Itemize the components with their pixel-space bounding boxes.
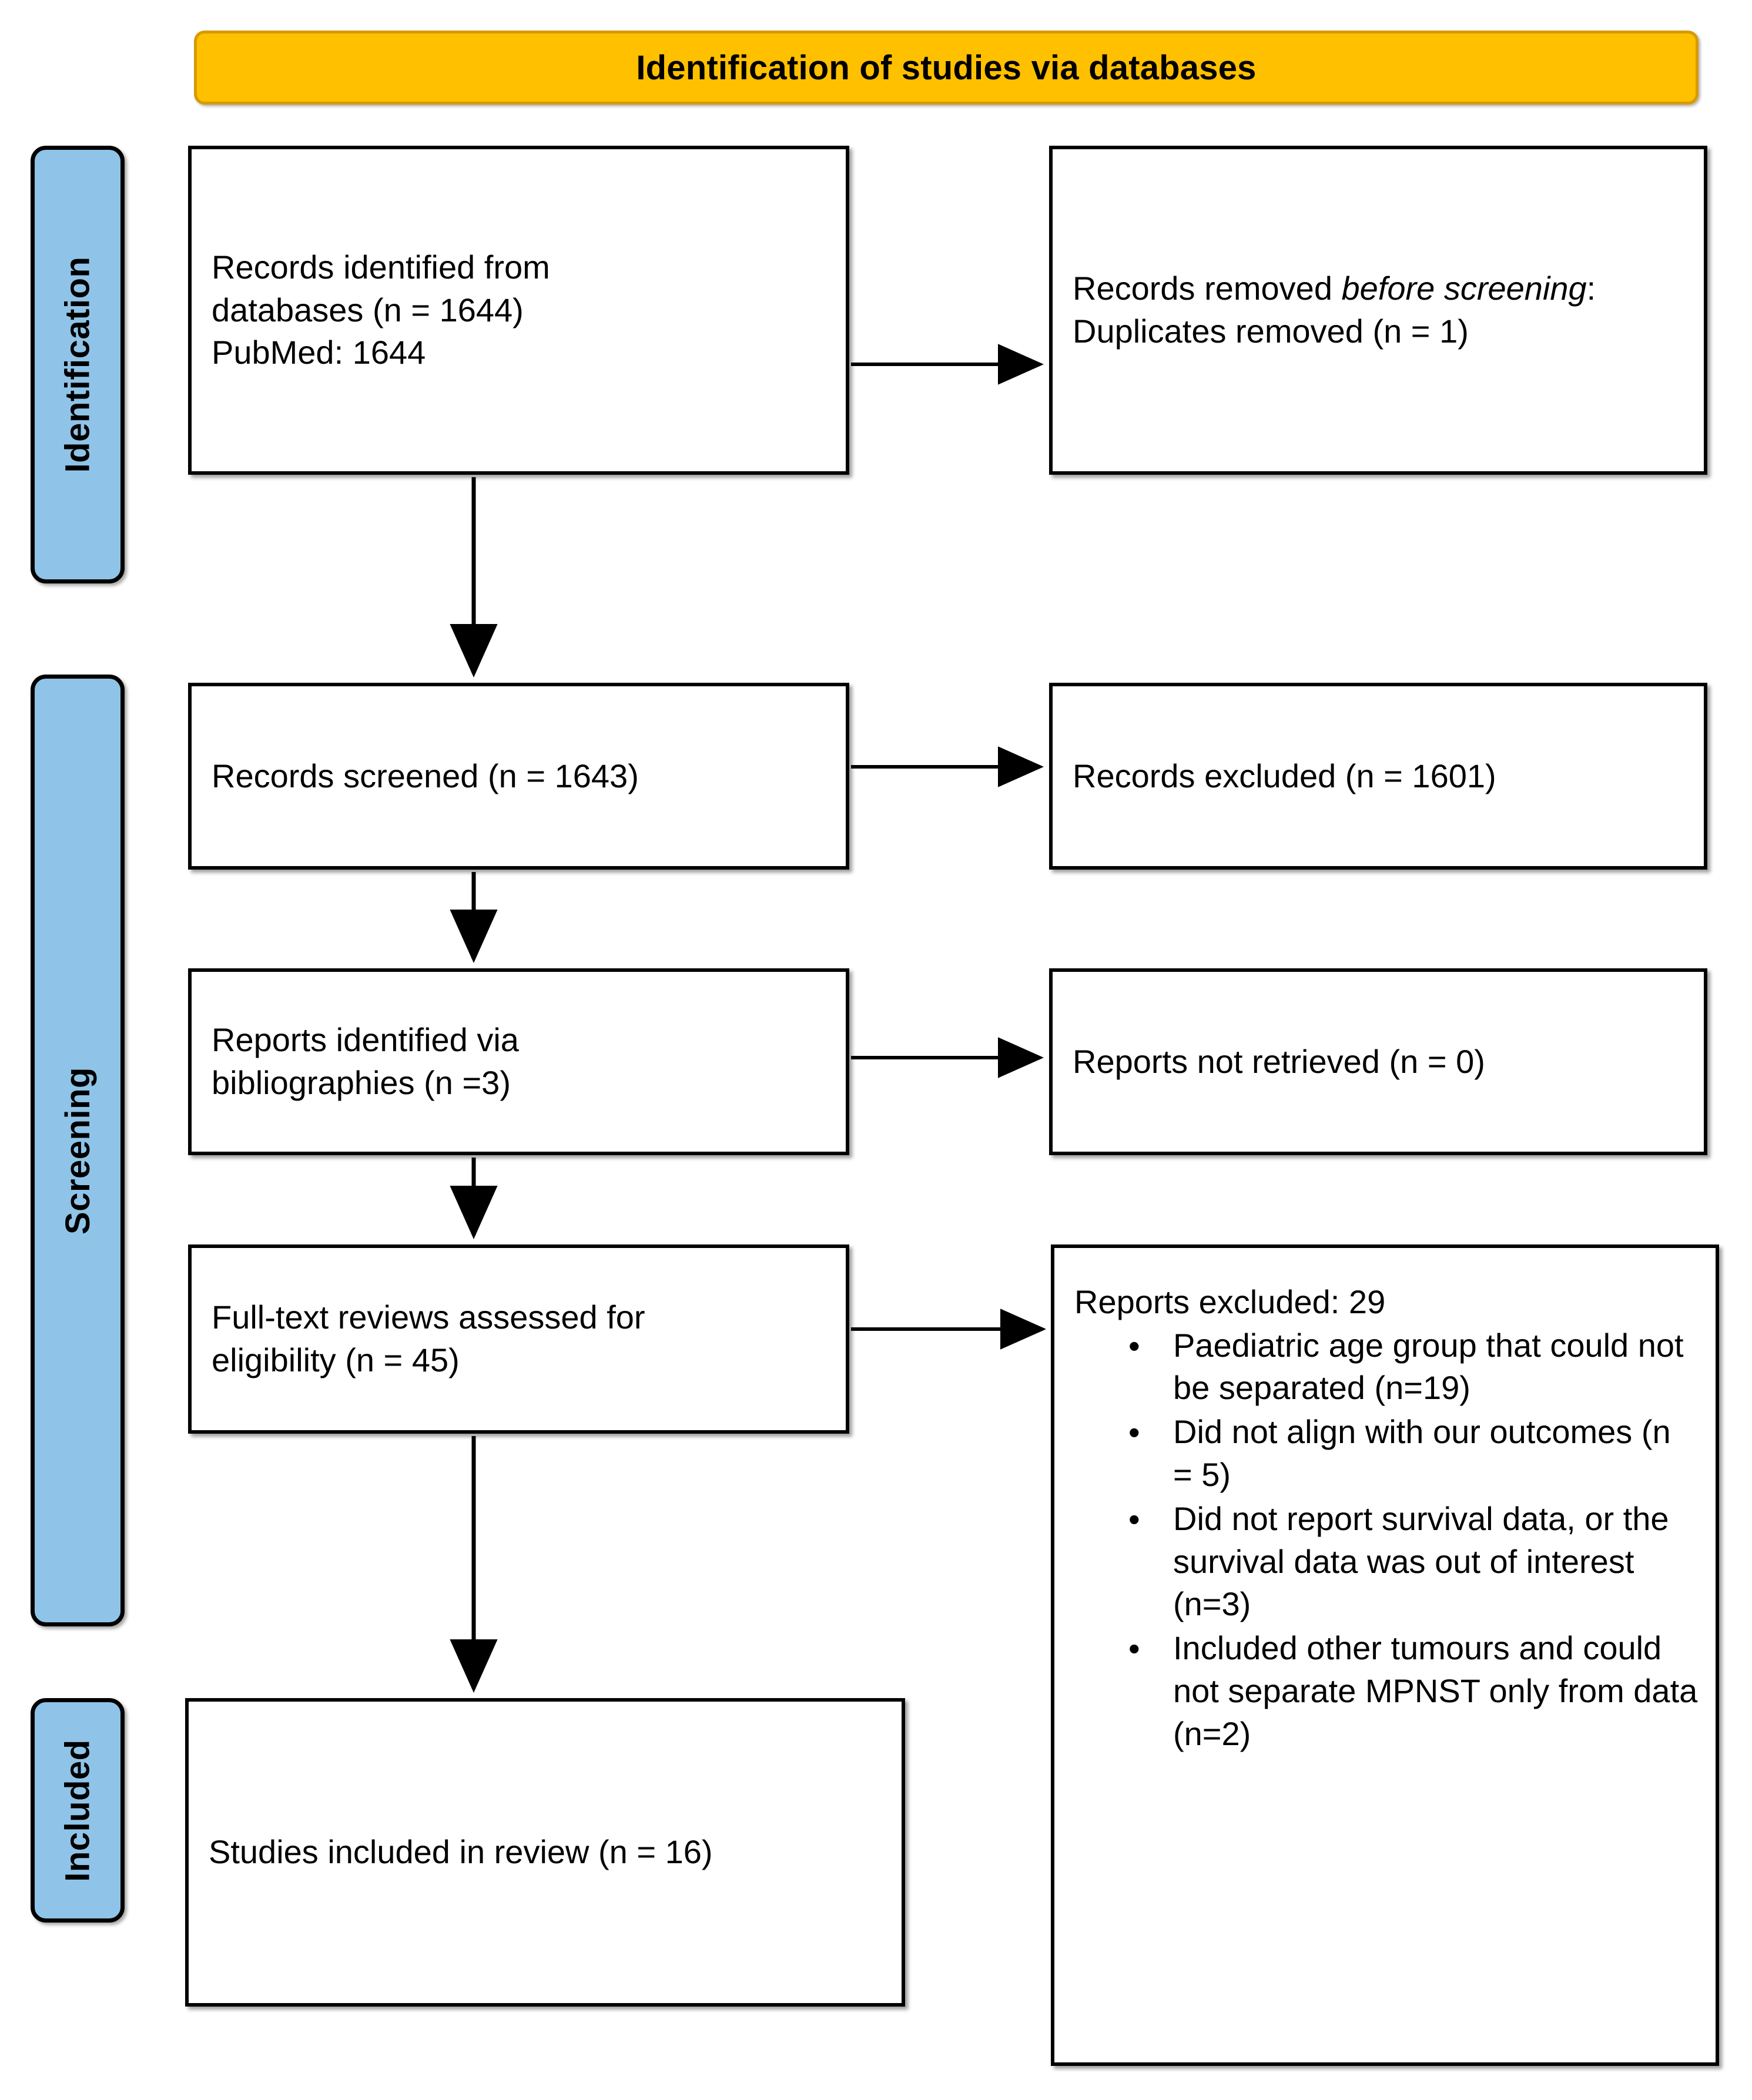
- exclusion-item-text: Did not report survival data, or the sur…: [1173, 1499, 1669, 1623]
- box-records-screened-text: Records screened (n = 1643): [212, 757, 639, 794]
- box-records-excluded: Records excluded (n = 1601): [1049, 683, 1707, 870]
- stage-label-screening: Screening: [31, 675, 125, 1626]
- banner-title: Identification of studies via databases: [636, 48, 1257, 87]
- exclusion-item: • Did not align with our outcomes (n = 5): [1074, 1411, 1698, 1497]
- removed-line1-italic: before screening: [1341, 270, 1587, 307]
- bullet-icon: •: [1128, 1500, 1140, 1538]
- removed-line1-prefix: Records removed: [1073, 270, 1342, 307]
- box-records-excluded-text: Records excluded (n = 1601): [1073, 757, 1496, 794]
- exclusion-item: • Included other tumours and could not se…: [1074, 1627, 1698, 1755]
- box-reports-excluded-detail: Reports excluded: 29 • Paediatric age gro…: [1051, 1244, 1719, 2066]
- box-records-screened: Records screened (n = 1643): [188, 683, 849, 870]
- stage-label-included: Included: [31, 1698, 125, 1923]
- stage-label-identification: Identification: [31, 146, 125, 583]
- box-reports-bibliographies-text: Reports identified via bibliographies (n…: [212, 1021, 519, 1101]
- box-records-removed-text: Records removed before screening: Duplica…: [1073, 267, 1684, 353]
- box-reports-identified-bibliographies: Reports identified via bibliographies (n…: [188, 968, 849, 1155]
- exclusions-heading: Reports excluded: 29: [1074, 1283, 1386, 1320]
- box-records-identified: Records identified from databases (n = 1…: [188, 146, 849, 475]
- box-reports-not-retrieved-text: Reports not retrieved (n = 0): [1073, 1042, 1485, 1080]
- exclusion-item-text: Did not align with our outcomes (n = 5): [1173, 1413, 1671, 1494]
- box-studies-included-text: Studies included in review (n = 16): [209, 1833, 713, 1871]
- bullet-icon: •: [1128, 1327, 1140, 1364]
- box-reports-not-retrieved: Reports not retrieved (n = 0): [1049, 968, 1707, 1155]
- box-studies-included: Studies included in review (n = 16): [185, 1698, 905, 2007]
- bullet-icon: •: [1128, 1414, 1140, 1451]
- box-fulltext-reviews-assessed: Full-text reviews assessed for eligibili…: [188, 1244, 849, 1434]
- removed-line2: Duplicates removed (n = 1): [1073, 313, 1469, 350]
- exclusion-item: • Paediatric age group that could not be …: [1074, 1324, 1698, 1410]
- box-records-removed-before-screening: Records removed before screening: Duplica…: [1049, 146, 1707, 475]
- exclusion-item-text: Paediatric age group that could not be s…: [1173, 1326, 1684, 1407]
- removed-line1-colon: :: [1586, 270, 1596, 307]
- box-records-identified-text: Records identified from databases (n = 1…: [212, 248, 550, 371]
- diagram-header-banner: Identification of studies via databases: [194, 31, 1699, 105]
- exclusion-item-text: Included other tumours and could not sep…: [1173, 1629, 1698, 1752]
- bullet-icon: •: [1128, 1630, 1140, 1668]
- exclusion-item: • Did not report survival data, or the su…: [1074, 1498, 1698, 1626]
- exclusions-list: • Paediatric age group that could not be …: [1074, 1324, 1698, 1757]
- box-fulltext-reviews-text: Full-text reviews assessed for eligibili…: [212, 1299, 645, 1378]
